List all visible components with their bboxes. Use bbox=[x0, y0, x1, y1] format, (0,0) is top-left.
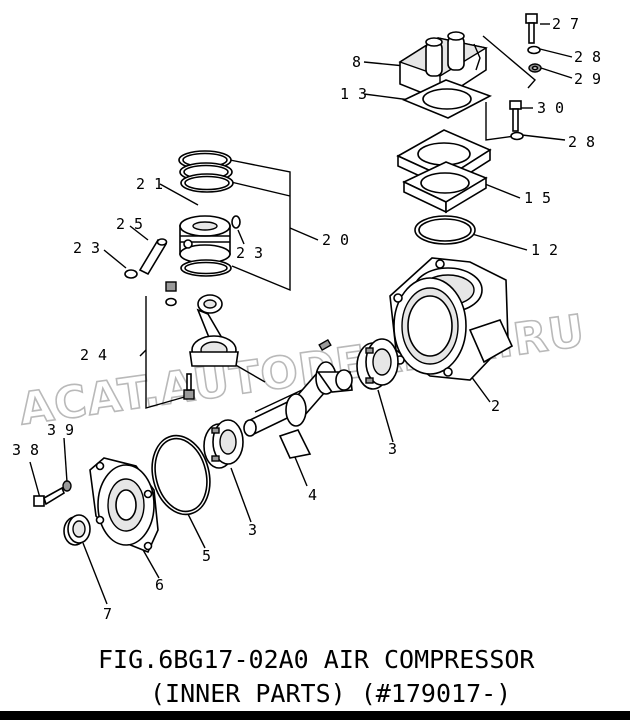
callout-4: 4 bbox=[308, 486, 317, 504]
figure-caption-line2: (INNER PARTS) (#179017-) bbox=[150, 679, 511, 708]
callout-21: 2 1 bbox=[136, 175, 163, 193]
callout-29: 2 9 bbox=[574, 70, 601, 88]
cylinder-head-8 bbox=[398, 31, 488, 101]
crankcase-2 bbox=[389, 257, 514, 381]
bearing-3b bbox=[203, 419, 244, 469]
connecting-rod-24 bbox=[165, 281, 239, 400]
callout-27: 2 7 bbox=[552, 15, 579, 33]
piston-rings-21 bbox=[178, 150, 234, 193]
piston-pin-25 bbox=[138, 238, 168, 276]
callout-7: 7 bbox=[103, 605, 112, 623]
snap-ring-23a bbox=[124, 269, 138, 279]
end-cover-6 bbox=[89, 457, 159, 554]
callout-39: 3 9 bbox=[47, 421, 74, 439]
bolt-30 bbox=[509, 100, 522, 132]
figure-caption-line1: FIG.6BG17-02A0 AIR COMPRESSOR bbox=[98, 645, 535, 674]
crankshaft-4 bbox=[243, 338, 353, 459]
bottom-border bbox=[0, 711, 630, 720]
plate-15 bbox=[402, 161, 488, 214]
callout-12: 1 2 bbox=[531, 241, 558, 259]
callout-8: 8 bbox=[352, 53, 361, 71]
oil-seal-7 bbox=[63, 514, 91, 546]
bearing-3a bbox=[356, 338, 399, 390]
callout-20: 2 0 bbox=[322, 231, 349, 249]
callout-2: 2 bbox=[491, 397, 500, 415]
callout-30: 3 0 bbox=[537, 99, 564, 117]
callout-23a: 2 3 bbox=[73, 239, 100, 257]
callout-3a: 3 bbox=[388, 440, 397, 458]
callout-38: 3 8 bbox=[12, 441, 39, 459]
key bbox=[318, 338, 332, 352]
callout-25: 2 5 bbox=[116, 215, 143, 233]
callout-6: 6 bbox=[155, 576, 164, 594]
gasket-13 bbox=[402, 79, 492, 119]
piston bbox=[179, 215, 231, 264]
callout-13: 1 3 bbox=[340, 85, 367, 103]
washer-28a bbox=[527, 45, 541, 55]
snap-ring-23b bbox=[231, 215, 241, 229]
washer-39 bbox=[62, 480, 72, 492]
washer-28b bbox=[510, 131, 524, 141]
callout-28b: 2 8 bbox=[568, 133, 595, 151]
callout-labels: 2 7 2 8 2 9 8 1 3 3 0 2 8 2 1 1 5 2 5 2 … bbox=[12, 15, 601, 623]
leader-lines bbox=[29, 23, 573, 605]
callout-3b: 3 bbox=[248, 521, 257, 539]
bolt-38 bbox=[33, 486, 65, 507]
callout-5: 5 bbox=[202, 547, 211, 565]
callout-23b: 2 3 bbox=[236, 244, 263, 262]
callout-24: 2 4 bbox=[80, 346, 107, 364]
bolt-27 bbox=[525, 13, 538, 44]
callout-15: 1 5 bbox=[524, 189, 551, 207]
callout-28a: 2 8 bbox=[574, 48, 601, 66]
